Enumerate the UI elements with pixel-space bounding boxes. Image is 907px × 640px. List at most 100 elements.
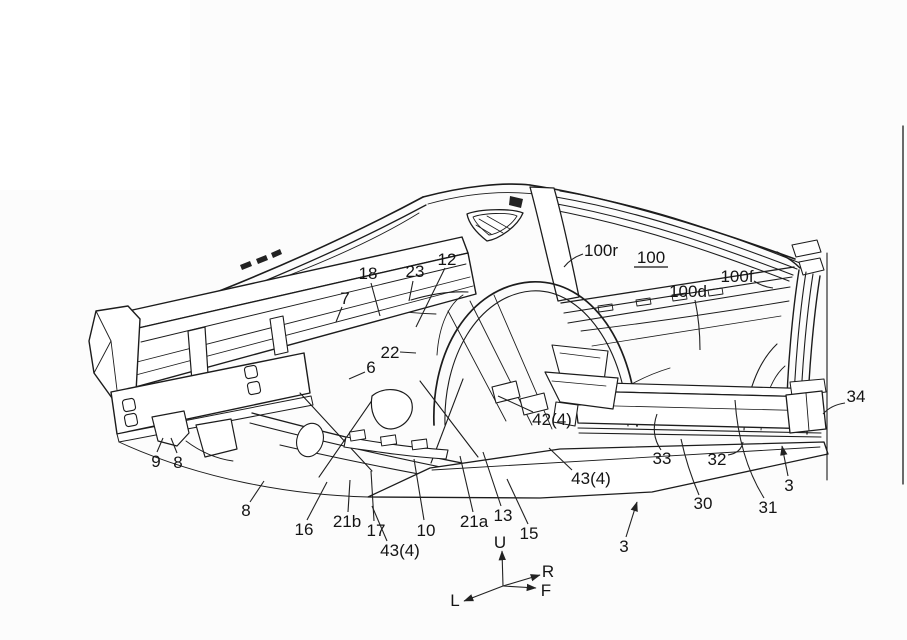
drawing-line xyxy=(185,440,234,462)
axis-label-f: F xyxy=(541,581,551,600)
drawing-line xyxy=(436,294,464,356)
ref-label-434: 43(4) xyxy=(571,469,611,488)
side-sill-structure xyxy=(367,344,829,499)
leader-line-21b xyxy=(347,479,351,513)
fender-wheel-arch xyxy=(410,281,671,427)
ref-label-100: 100 xyxy=(637,248,665,267)
leader-line-16 xyxy=(306,481,328,521)
quarter-pillar xyxy=(466,186,580,302)
scan-artifact xyxy=(0,0,190,190)
drawing-line xyxy=(478,218,504,234)
leader-line-8 xyxy=(249,480,265,503)
leader-line-23 xyxy=(408,280,414,302)
leader-line-3 xyxy=(625,501,638,538)
lower-beam-plate xyxy=(110,352,311,435)
ref-label-31: 31 xyxy=(759,498,778,517)
drawing-line xyxy=(707,287,724,297)
leader-line-34 xyxy=(822,402,846,415)
drawing-line xyxy=(343,436,449,460)
leader-line-12 xyxy=(415,267,446,328)
ref-label-100d: 100d xyxy=(669,282,707,301)
drawing-line xyxy=(671,292,688,302)
drawing-line xyxy=(552,401,579,427)
sill-end-cap xyxy=(785,390,827,434)
ref-label-23: 23 xyxy=(406,262,425,281)
drawing-line xyxy=(509,196,523,208)
drawing-line xyxy=(597,303,614,313)
ref-label-7: 7 xyxy=(340,289,349,308)
drawing-line xyxy=(551,202,794,276)
drawing-line xyxy=(380,434,398,447)
ref-label-32: 32 xyxy=(708,450,727,469)
drawing-line xyxy=(348,429,367,442)
drawing-line xyxy=(269,315,289,356)
drawing-line xyxy=(551,380,607,387)
drawing-line xyxy=(578,432,822,438)
drawing-line xyxy=(559,190,801,264)
leader-line-30 xyxy=(680,438,700,496)
leader-line-15 xyxy=(506,478,529,525)
leader-line-10 xyxy=(413,458,425,521)
drawing-line xyxy=(547,208,790,282)
drawing-line xyxy=(410,291,469,301)
leader-line-100f xyxy=(753,280,774,289)
axis-arrow-f xyxy=(502,583,537,592)
drawing-line xyxy=(243,364,259,380)
ref-label-424: 42(4) xyxy=(532,410,572,429)
drawing-line xyxy=(475,224,492,235)
ref-label-8: 8 xyxy=(173,453,182,472)
drawing-line xyxy=(776,251,801,269)
drawing-line xyxy=(560,266,795,304)
leader-line-22 xyxy=(399,351,417,354)
ref-label-30: 30 xyxy=(694,494,713,513)
ref-label-15: 15 xyxy=(520,524,539,543)
axis-arrow-u xyxy=(498,550,506,587)
leader-line-18 xyxy=(370,282,381,317)
drawing-line xyxy=(567,286,791,324)
roof-line xyxy=(422,183,531,198)
ref-label-12: 12 xyxy=(438,250,457,269)
axis-arrow-l xyxy=(463,585,504,602)
drawing-line xyxy=(131,285,474,377)
ref-label-6: 6 xyxy=(366,358,375,377)
drawing-line xyxy=(491,380,521,404)
ref-label-13: 13 xyxy=(494,506,513,525)
leader-line-3 xyxy=(780,445,789,477)
drawing-line xyxy=(121,397,137,413)
leader-line-31 xyxy=(734,399,765,499)
side-skirt-panel xyxy=(367,441,829,499)
ref-label-3: 3 xyxy=(619,537,628,556)
ref-label-18: 18 xyxy=(359,264,378,283)
drawing-line xyxy=(299,392,373,472)
leader-line-424 xyxy=(497,395,534,413)
leader-line-8 xyxy=(170,437,178,454)
ref-label-434: 43(4) xyxy=(380,541,420,560)
wheel-arch-outer xyxy=(433,281,638,427)
ref-label-100f: 100f xyxy=(720,267,753,286)
drawing-line xyxy=(118,441,369,498)
drawing-line xyxy=(472,213,518,236)
ref-label-10: 10 xyxy=(417,521,436,540)
drawing-line xyxy=(246,380,262,396)
axis-label-r: R xyxy=(542,562,554,581)
drawing-line xyxy=(576,404,820,412)
drawing-line xyxy=(411,438,429,451)
ref-label-22: 22 xyxy=(381,343,400,362)
leader-line-17 xyxy=(370,470,375,522)
drawing-line xyxy=(370,389,413,430)
drawing-line xyxy=(791,239,822,258)
drawing-line xyxy=(805,392,810,432)
leader-line-100r xyxy=(563,253,584,268)
ref-label-34: 34 xyxy=(847,387,866,406)
leader-line-434 xyxy=(371,505,388,542)
ref-label-21b: 21b xyxy=(333,512,361,531)
figure-border-lines xyxy=(826,125,904,485)
ref-label-33: 33 xyxy=(653,449,672,468)
drawing-line xyxy=(431,446,821,471)
drawing-line xyxy=(271,249,282,258)
leader-line-32 xyxy=(727,441,744,456)
